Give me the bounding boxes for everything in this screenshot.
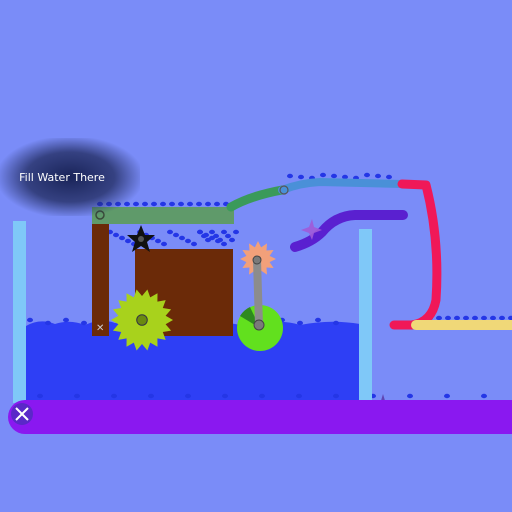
gear-hub <box>136 314 148 326</box>
water-droplet <box>296 393 302 399</box>
water-droplet <box>205 237 211 243</box>
water-droplet <box>111 393 117 399</box>
water-droplet <box>375 173 381 179</box>
fill-water-hint: Fill Water There <box>0 138 140 216</box>
water-droplet <box>333 320 339 326</box>
water-droplet <box>444 393 450 399</box>
water-droplet <box>229 237 235 243</box>
water-droplet <box>196 201 202 207</box>
water-droplet <box>315 317 321 323</box>
water-droplet <box>178 201 184 207</box>
water-droplet <box>74 393 80 399</box>
water-droplet <box>125 238 131 244</box>
lime-gear[interactable] <box>111 289 173 351</box>
water-droplet <box>320 172 326 178</box>
water-droplet <box>342 174 348 180</box>
water-droplet <box>490 315 496 321</box>
water-droplet <box>27 317 33 323</box>
water-droplet <box>173 232 179 238</box>
water-droplet <box>119 235 125 241</box>
water-droplet <box>142 201 148 207</box>
red-pipe[interactable] <box>389 179 442 330</box>
water-droplet <box>508 315 512 321</box>
water-droplet <box>222 393 228 399</box>
water-droplet <box>217 237 223 243</box>
connecting-rod <box>253 256 263 329</box>
water-droplet <box>179 235 185 241</box>
water-droplet <box>472 315 478 321</box>
water-droplet <box>221 241 227 247</box>
water-droplet <box>298 174 304 180</box>
water-droplet <box>213 233 219 239</box>
water-droplet <box>63 317 69 323</box>
left-glass-tube <box>13 221 26 403</box>
water-droplet <box>221 229 227 235</box>
water-droplet <box>185 238 191 244</box>
crate-pin-icon: ✕ <box>96 323 104 334</box>
water-droplet <box>436 315 442 321</box>
water-droplet <box>45 320 51 326</box>
water-droplet <box>386 174 392 180</box>
rod-pin-icon <box>253 319 265 331</box>
water-droplet <box>463 315 469 321</box>
close-icon[interactable] <box>11 403 33 425</box>
water-droplet <box>445 315 451 321</box>
water-droplet <box>481 315 487 321</box>
water-droplet <box>151 201 157 207</box>
water-droplet <box>187 201 193 207</box>
star-icon[interactable] <box>127 225 155 252</box>
water-droplet <box>364 172 370 178</box>
water-droplet <box>197 229 203 235</box>
purple-floor <box>8 400 512 434</box>
water-droplet <box>225 233 231 239</box>
right-glass-tube <box>359 229 372 403</box>
green-pipe[interactable] <box>226 185 287 212</box>
water-droplet <box>214 201 220 207</box>
water-droplet <box>169 201 175 207</box>
crate-tall[interactable] <box>92 224 109 336</box>
water-droplet <box>161 241 167 247</box>
water-droplet <box>407 393 413 399</box>
water-droplet <box>454 315 460 321</box>
water-droplet <box>499 315 505 321</box>
water-droplet <box>155 238 161 244</box>
water-droplet <box>113 232 119 238</box>
water-droplet <box>167 229 173 235</box>
water-droplet <box>209 229 215 235</box>
sparkle-icon <box>301 219 322 240</box>
water-droplet <box>287 173 293 179</box>
water-droplet <box>160 201 166 207</box>
water-droplet <box>481 393 487 399</box>
purple-hook[interactable] <box>290 210 408 252</box>
water-droplet <box>185 393 191 399</box>
pipe-joint-icon <box>279 185 289 195</box>
water-droplet <box>201 233 207 239</box>
hint-label: Fill Water There <box>19 170 105 184</box>
water-droplet <box>205 201 211 207</box>
water-droplet <box>81 320 87 326</box>
water-droplet <box>297 320 303 326</box>
water-droplet <box>259 393 265 399</box>
rod-pin-icon <box>252 255 262 265</box>
water-droplet <box>37 393 43 399</box>
water-droplet <box>148 393 154 399</box>
blue-pipe[interactable] <box>278 177 406 194</box>
water-droplet <box>333 393 339 399</box>
water-droplet <box>331 173 337 179</box>
water-droplet <box>233 229 239 235</box>
water-droplet <box>191 241 197 247</box>
